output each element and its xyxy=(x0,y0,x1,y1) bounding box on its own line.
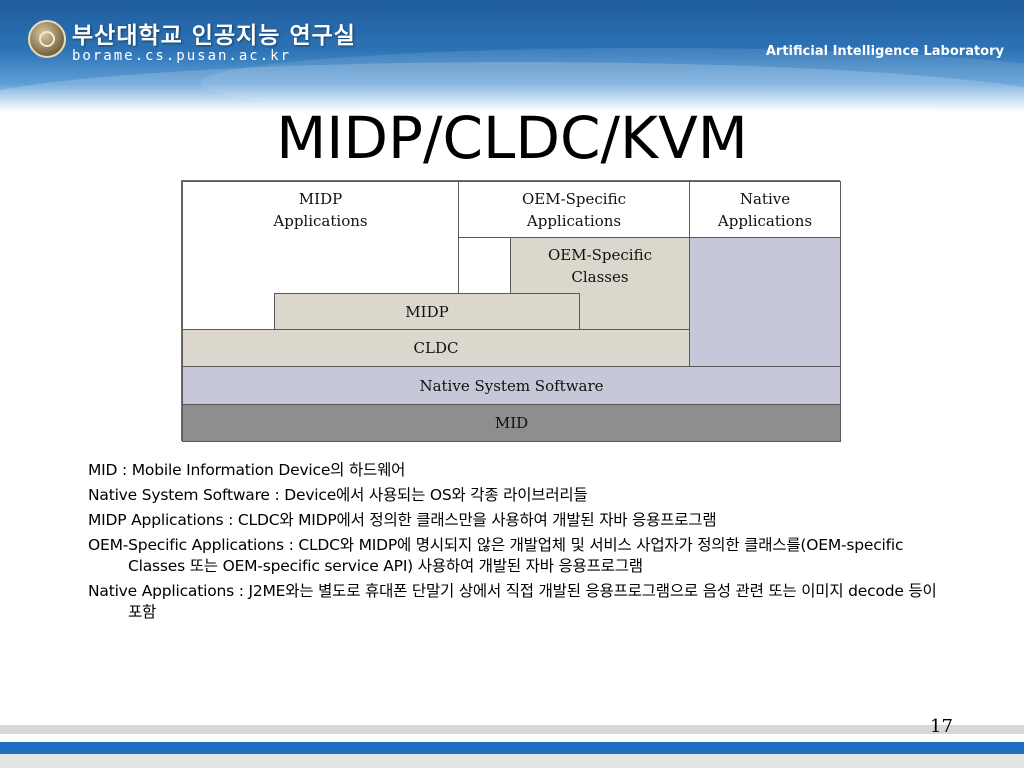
oem-specific-applications-box: OEM-Specific Applications xyxy=(458,181,690,238)
description-list: MID : Mobile Information Device의 하드웨어 Na… xyxy=(88,460,940,627)
cldc-box: CLDC xyxy=(182,329,690,367)
university-name: 부산대학교 인공지능 연구실 xyxy=(72,23,356,49)
description-native-system-software: Native System Software : Device에서 사용되는 O… xyxy=(88,486,588,504)
university-seal-inner xyxy=(39,31,55,47)
university-seal-icon xyxy=(28,20,66,58)
description-native-applications: Native Applications : J2ME와는 별도로 휴대폰 단말기… xyxy=(88,582,937,621)
description-midp-applications: MIDP Applications : CLDC와 MIDP에서 정의한 클래스… xyxy=(88,511,717,529)
lab-name: Artificial Intelligence Laboratory xyxy=(765,44,1004,59)
footer-bar-light xyxy=(0,725,1024,734)
page-number: 17 xyxy=(930,716,953,737)
native-applications-area xyxy=(689,237,841,369)
architecture-diagram: MIDP Applications OEM-Specific Applicati… xyxy=(181,180,841,442)
native-system-software-box: Native System Software xyxy=(182,366,841,405)
header-wave-secondary xyxy=(200,48,1024,112)
footer-bar-gray xyxy=(0,754,1024,768)
description-mid: MID : Mobile Information Device의 하드웨어 xyxy=(88,461,406,479)
slide-header: 부산대학교 인공지능 연구실 borame.cs.pusan.ac.kr Art… xyxy=(0,0,1024,112)
native-applications-box: Native Applications xyxy=(689,181,841,238)
mid-box: MID xyxy=(182,404,841,442)
midp-box: MIDP xyxy=(274,293,580,330)
slide-title: MIDP/CLDC/KVM xyxy=(276,104,748,172)
university-url: borame.cs.pusan.ac.kr xyxy=(72,48,292,64)
description-oem-specific-applications: OEM-Specific Applications : CLDC와 MIDP에 … xyxy=(88,536,904,575)
footer-bar-blue xyxy=(0,742,1024,754)
